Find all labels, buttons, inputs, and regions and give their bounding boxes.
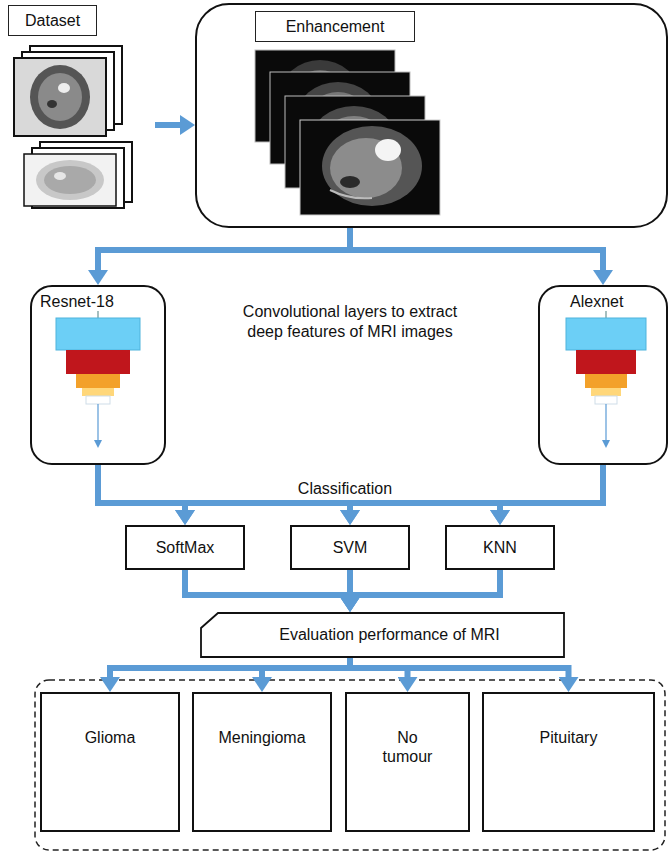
flow-arrow — [350, 658, 569, 678]
flow-arrow — [185, 570, 350, 598]
mri-stack-dataset — [14, 46, 132, 208]
flow-arrow — [155, 122, 181, 128]
node-text: Pituitary — [540, 728, 598, 747]
cnn-icon — [56, 311, 140, 448]
classifier-box: KNN — [445, 525, 555, 570]
flow-arrow — [185, 465, 603, 511]
node-text: Meningioma — [218, 728, 305, 747]
network-box: Resnet-18 — [30, 285, 166, 465]
node-text: SoftMax — [156, 538, 215, 557]
flow-arrow — [262, 658, 350, 678]
class-box: Pituitary — [482, 692, 655, 832]
stage-label: Classification — [280, 479, 410, 499]
flow-arrow — [98, 228, 350, 271]
node-text: Glioma — [85, 728, 136, 747]
evaluation-outline-shape — [201, 613, 564, 657]
flow-arrow — [350, 228, 603, 271]
classifier-box: SVM — [290, 525, 410, 570]
enhancement-panel: Enhancement — [195, 3, 668, 228]
classifier-box: SoftMax — [125, 525, 245, 570]
node-text: Evaluation performance of MRI — [279, 625, 500, 644]
flow-arrow — [350, 570, 500, 598]
node-text: SVM — [333, 538, 368, 557]
flow-arrow — [110, 658, 350, 678]
output-group-outline — [35, 680, 665, 850]
node-text: No tumour — [373, 728, 443, 766]
node-text: Dataset — [8, 5, 97, 36]
dataset-group: Dataset — [8, 5, 155, 210]
flow-arrow — [500, 465, 603, 511]
network-box: Alexnet — [538, 285, 668, 465]
class-box: Meningioma — [192, 692, 332, 832]
node-text: KNN — [483, 538, 517, 557]
cnn-icon — [566, 311, 646, 448]
node-text: Enhancement — [255, 11, 415, 42]
annotation-text: Convolutional layers to extract deep fea… — [232, 302, 468, 342]
mri-stack-enhanced — [255, 50, 440, 215]
class-box: No tumour — [345, 692, 470, 832]
class-box: Glioma — [40, 692, 180, 832]
node-text: Alexnet — [570, 292, 623, 311]
evaluation-shape: Evaluation performance of MRI — [200, 612, 565, 658]
node-text: Resnet-18 — [40, 292, 114, 311]
